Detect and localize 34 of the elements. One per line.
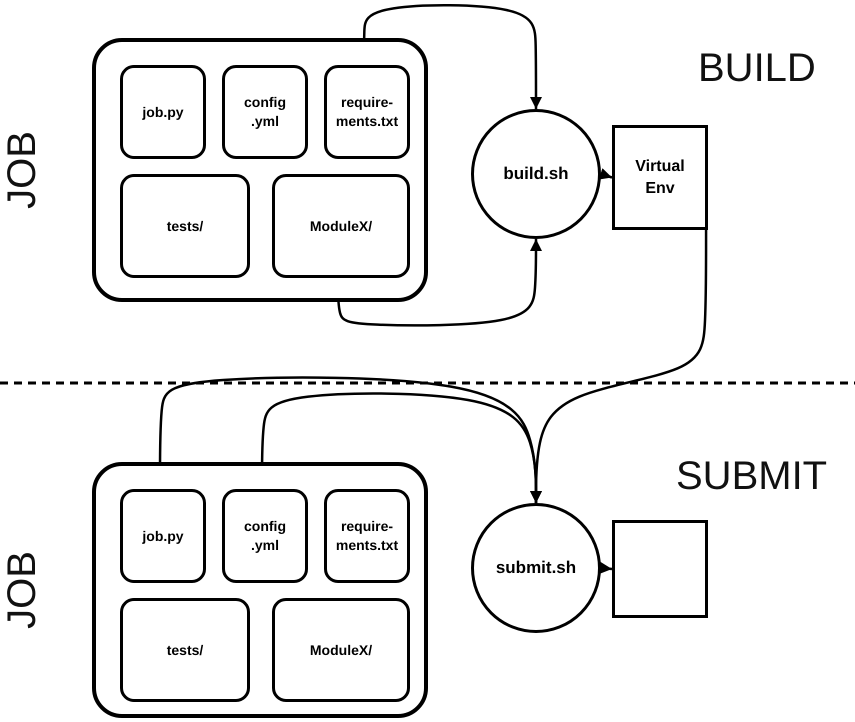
node-label: Virtual Env (634, 156, 686, 198)
node-label: job.py (141, 102, 185, 122)
node-label: build.sh (502, 162, 570, 185)
file-box (272, 598, 410, 702)
group-heading: JOB (2, 131, 42, 209)
file-box (324, 489, 410, 583)
node-label: require- ments.txt (334, 517, 400, 555)
arrow (362, 4, 542, 109)
file-box (222, 489, 308, 583)
node-label: job.py (141, 526, 185, 546)
file-box (120, 65, 206, 159)
arrow (336, 239, 542, 327)
node-label: submit.sh (494, 556, 578, 579)
file-box (120, 598, 250, 702)
file-box (324, 65, 410, 159)
file-box (120, 489, 206, 583)
node-label: config .yml (243, 517, 287, 555)
file-box (222, 65, 308, 159)
section-title: BUILD (698, 48, 816, 88)
group-heading: JOB (2, 551, 42, 629)
section-title: SUBMIT (676, 456, 828, 496)
arrow (260, 392, 542, 503)
file-box (272, 174, 410, 278)
node-label: config .yml (243, 93, 287, 131)
node-label: require- ments.txt (334, 93, 400, 131)
node-label: ModuleX/ (308, 216, 374, 236)
node-label: tests/ (166, 640, 204, 660)
node-label: ModuleX/ (308, 640, 374, 660)
node-label: tests/ (166, 216, 204, 236)
file-box (120, 174, 250, 278)
target-box (612, 125, 708, 230)
empty-box (612, 520, 708, 618)
arrow (600, 562, 612, 574)
arrow (598, 168, 612, 180)
